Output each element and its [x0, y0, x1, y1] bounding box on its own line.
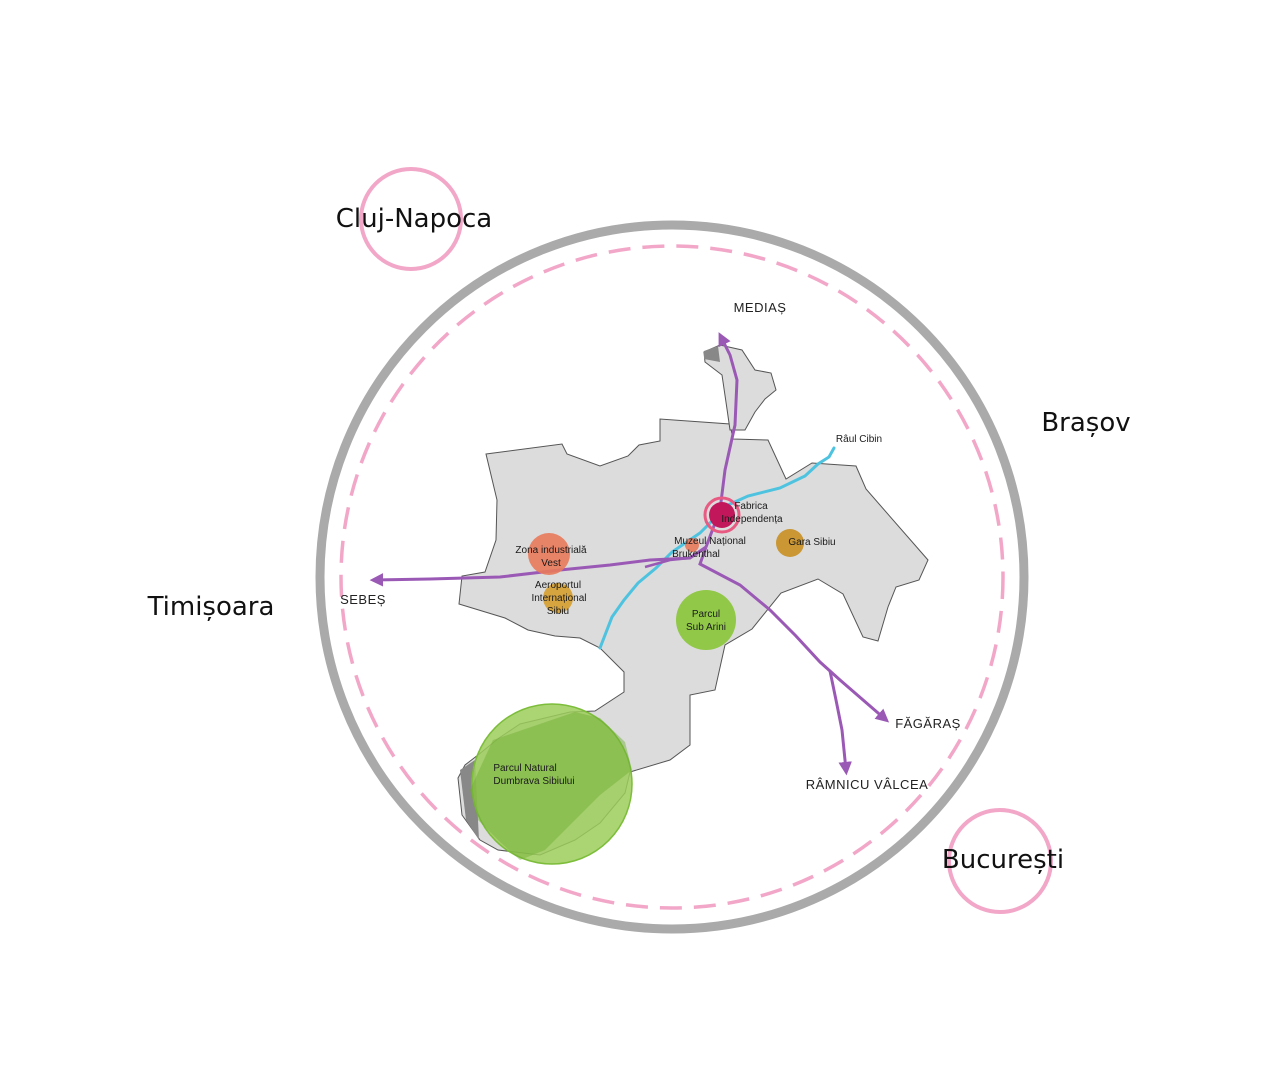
svg-text:Brukenthal: Brukenthal	[672, 549, 720, 560]
poi-label-parcul-sub-arini: Parcul Sub Arini	[686, 609, 726, 633]
fabrica-outer-ring	[703, 496, 741, 534]
svg-text:Internațional: Internațional	[531, 593, 586, 604]
route-label-ramnicu: RÂMNICU VÂLCEA	[806, 777, 929, 792]
parcul-natural-circle[interactable]	[471, 703, 633, 865]
zona-industriala-marker[interactable]	[528, 533, 570, 575]
city-label-brasov: Brașov	[1041, 408, 1130, 438]
parcul-sub-arini-marker[interactable]	[676, 590, 736, 650]
route-label-medias: MEDIAȘ	[734, 300, 787, 315]
aeroport-marker[interactable]	[543, 583, 573, 613]
svg-text:Parcul: Parcul	[692, 609, 720, 620]
dashed-region-ring	[339, 244, 1005, 910]
territory-north-lobe	[703, 344, 777, 431]
svg-text:Dumbrava Sibiului: Dumbrava Sibiului	[493, 776, 574, 787]
muzeul-marker[interactable]	[685, 538, 699, 552]
svg-text:Sibiu: Sibiu	[547, 606, 569, 617]
city-label-bucuresti: București	[942, 845, 1064, 875]
svg-text:Vest: Vest	[541, 558, 561, 569]
poi-label-zona: Zona industrială Vest	[515, 545, 587, 569]
svg-text:Gara Sibiu: Gara Sibiu	[788, 537, 835, 548]
outer-region-ring	[315, 220, 1029, 934]
poi-label-aeroport: Aeroportul Internațional Sibiu	[531, 580, 586, 617]
poi-label-muzeul: Muzeul Național Brukenthal	[672, 536, 746, 560]
fabrica-marker[interactable]	[709, 502, 735, 528]
city-label-cluj: Cluj-Napoca	[336, 204, 492, 234]
poi-label-fabrica: Fabrica Independența	[721, 501, 783, 525]
route-fagaras	[698, 546, 890, 723]
territory-dark-patch-north	[704, 346, 720, 362]
svg-text:Zona industrială: Zona industrială	[515, 545, 587, 556]
poi-label-gara: Gara Sibiu	[788, 537, 835, 548]
cluj-ring	[359, 167, 463, 271]
river-label: Râul Cibin	[836, 434, 882, 445]
route-label-sebes: SEBEȘ	[340, 592, 386, 607]
route-ramnicu	[828, 670, 852, 776]
route-label-fagaras: FĂGĂRAȘ	[895, 716, 961, 731]
svg-text:Sub Arini: Sub Arini	[686, 622, 726, 633]
svg-text:Independența: Independența	[721, 514, 783, 525]
svg-text:Muzeul Național: Muzeul Național	[674, 536, 746, 547]
svg-text:Parcul Natural: Parcul Natural	[493, 763, 556, 774]
route-west-link	[644, 556, 691, 569]
city-label-timisoara: Timișoara	[147, 592, 275, 622]
bucuresti-ring	[947, 808, 1053, 914]
svg-text:Fabrica: Fabrica	[734, 501, 768, 512]
gara-marker[interactable]	[776, 529, 804, 557]
poi-label-parcul-natural: Parcul Natural Dumbrava Sibiului	[493, 763, 574, 787]
svg-text:Aeroportul: Aeroportul	[535, 580, 581, 591]
forest-overlap-band	[470, 712, 632, 860]
